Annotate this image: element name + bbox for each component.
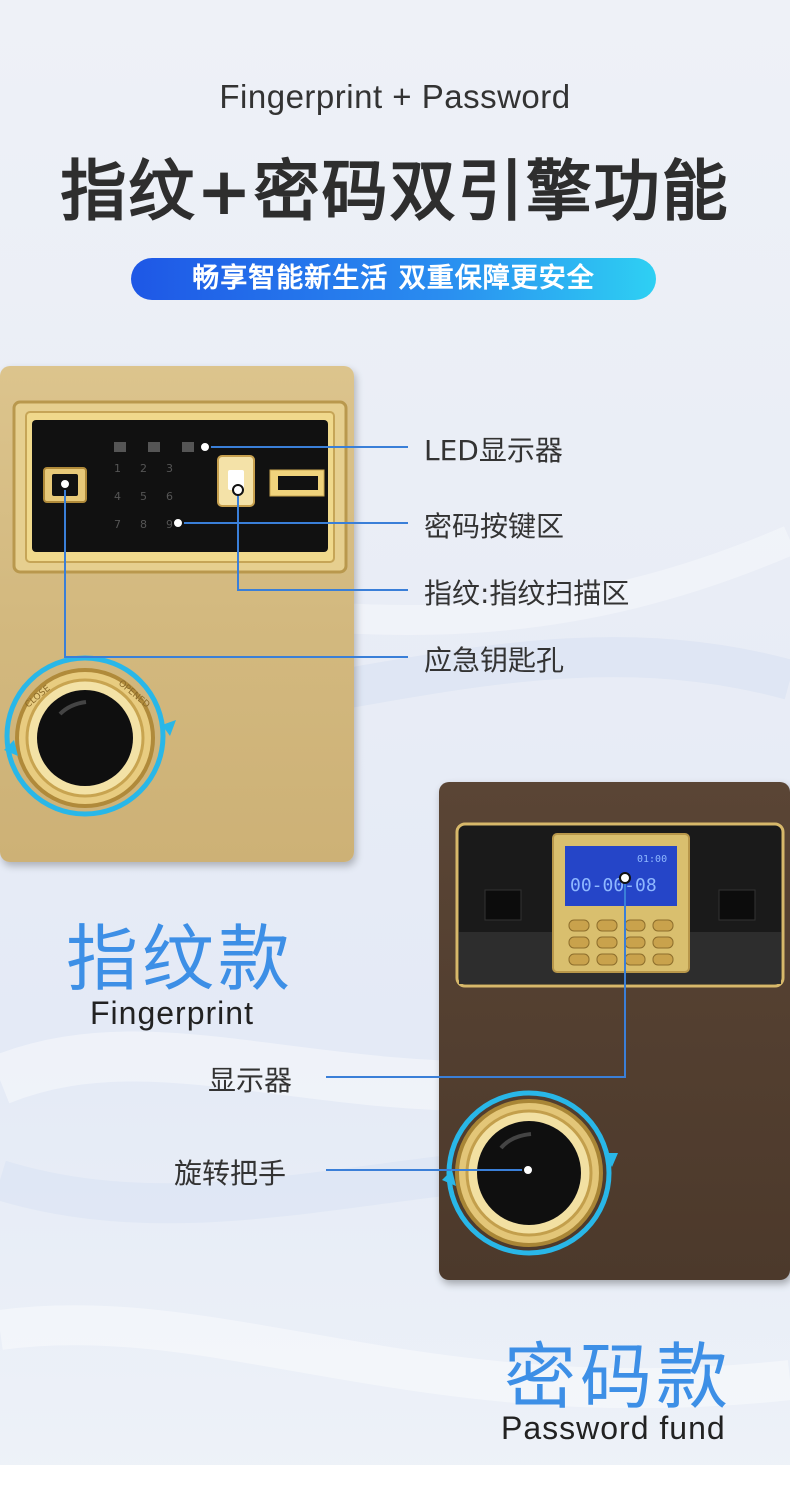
key-8[interactable]: 8 bbox=[140, 518, 147, 531]
fingerprint-safe-drawing: 1 2 3 4 5 6 7 8 9 CLOSE OPENED bbox=[4, 400, 348, 817]
label-led-display: LED显示器 bbox=[424, 434, 563, 467]
password-safe-image: 00-00-08 01:00 bbox=[439, 782, 790, 1280]
fingerprint-model-subtitle: Fingerprint bbox=[90, 995, 254, 1031]
headline-english: Fingerprint + Password bbox=[219, 78, 571, 115]
tagline-pill: 畅享智能新生活 双重保障更安全 bbox=[131, 258, 656, 300]
headline-chinese: 指纹+密码双引擎功能 bbox=[60, 153, 730, 230]
lcd-time: 01:00 bbox=[637, 854, 667, 865]
key-3[interactable]: 3 bbox=[166, 462, 173, 475]
password-model-subtitle: Password fund bbox=[501, 1410, 726, 1446]
label-fingerprint-scanner: 指纹:指纹扫描区 bbox=[424, 577, 630, 610]
key-9[interactable]: 9 bbox=[166, 518, 173, 531]
key-4[interactable]: 4 bbox=[114, 490, 121, 503]
bottom-strip bbox=[0, 1465, 790, 1492]
label-keypad: 密码按键区 bbox=[424, 510, 565, 543]
password-model-title: 密码款 bbox=[504, 1335, 733, 1419]
key-6[interactable]: 6 bbox=[166, 490, 173, 503]
label-emergency-keyhole: 应急钥匙孔 bbox=[424, 644, 565, 677]
key-1[interactable]: 1 bbox=[114, 462, 121, 475]
password-safe-drawing: 00-00-08 01:00 bbox=[446, 822, 785, 1256]
label-display: 显示器 bbox=[208, 1064, 293, 1097]
fingerprint-model-title: 指纹款 bbox=[66, 917, 295, 1001]
label-rotary-handle: 旋转把手 bbox=[174, 1157, 287, 1190]
lcd-readout: 00-00-08 bbox=[570, 875, 657, 896]
key-2[interactable]: 2 bbox=[140, 462, 147, 475]
key-7[interactable]: 7 bbox=[114, 518, 121, 531]
fingerprint-safe-image: 1 2 3 4 5 6 7 8 9 CLOSE OPENED bbox=[0, 366, 354, 862]
key-5[interactable]: 5 bbox=[140, 490, 147, 503]
